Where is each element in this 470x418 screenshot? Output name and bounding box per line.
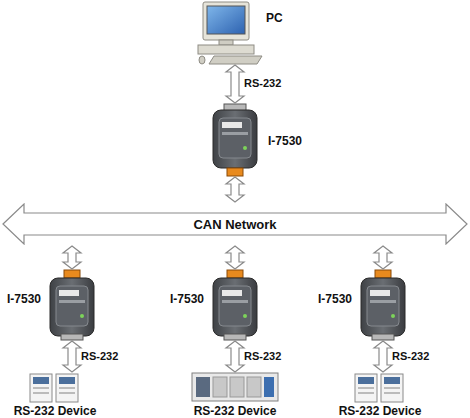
node-label: I-7530 [268,134,302,148]
link-arrow [63,341,81,372]
link-arrow [374,246,392,269]
converter-node: I-7530 [210,270,260,340]
arrow-shape [63,246,81,269]
converter-device [50,270,94,340]
node-label: RS-232 Device [339,404,422,418]
link-label: RS-232 [244,77,281,89]
link-arrow [226,177,244,202]
computer-node: PC [196,2,256,64]
serial-device-node: RS-232 Device [25,373,85,402]
node-label: RS-232 Device [194,404,277,418]
serial-device-node: RS-232 Device [190,373,280,402]
arrow-shape [374,341,392,372]
node-label: I-7530 [318,292,352,306]
converter-node: I-7530 [358,270,408,340]
plc-illustration [192,373,278,401]
arrow-shape [374,246,392,269]
link-arrow [374,341,392,372]
converter-device [213,270,257,340]
pc-illustration [198,2,262,64]
link-label: RS-232 [244,350,281,362]
converter-node: I-7530 [47,270,97,340]
link-arrow [226,246,244,269]
converter-device [213,104,257,176]
band-label: CAN Network [2,217,468,232]
node-label: PC [266,11,283,25]
arrow-shape [63,341,81,372]
link-arrow [226,341,244,372]
can-bus-band: CAN Network [2,203,468,245]
node-label: RS-232 Device [14,404,97,418]
arrow-shape [226,246,244,269]
link-label: RS-232 [392,350,429,362]
serial-device-node: RS-232 Device [350,373,410,402]
converter-device [361,270,405,340]
node-label: I-7530 [170,292,204,306]
arrow-shape [226,341,244,372]
link-arrow [226,65,244,103]
drive-illustration [30,374,78,402]
converter-node: I-7530 [210,104,260,176]
link-arrow [63,246,81,269]
arrow-shape [226,65,244,103]
arrow-shape [226,177,244,202]
node-label: I-7530 [7,292,41,306]
link-label: RS-232 [81,350,118,362]
drive-illustration [355,374,403,402]
